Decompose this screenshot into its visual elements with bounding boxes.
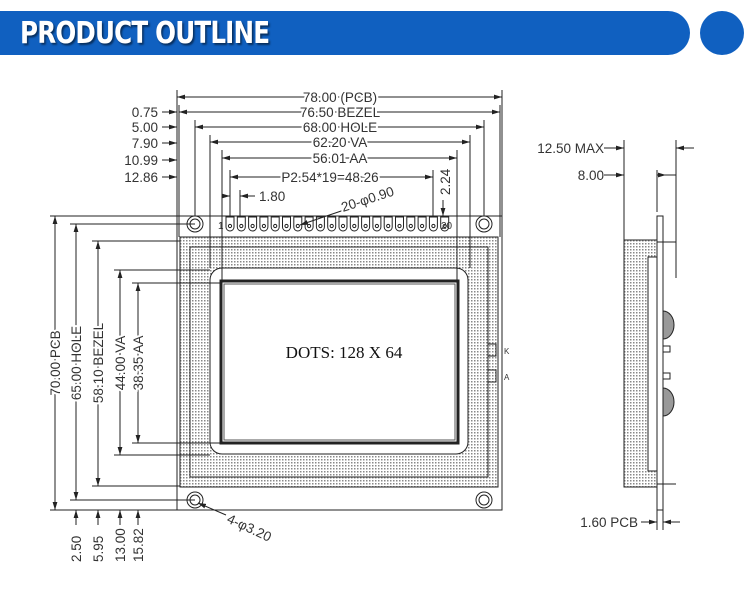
- pin-hole: [227, 223, 233, 229]
- pin-hole: [295, 223, 300, 229]
- front_view-top_dims-va-label: 62.20 VA: [313, 135, 368, 150]
- front_view-left_offsets-2-label: 7.90: [132, 136, 158, 151]
- front_view-left_offsets-0-label: 0.75: [132, 105, 158, 120]
- side-dimension-labels: 70.00 PCB 65.00 HOLE 58.10 BEZEL 44.00 V…: [46, 320, 148, 562]
- pin-hole: [374, 223, 379, 229]
- front_view-top_dims-bezel-label: 76.50 BEZEL: [300, 105, 381, 120]
- front_view-bottom_offsets-0-label: 2.50: [69, 536, 84, 562]
- front_view-led_k-label: K: [504, 347, 510, 356]
- pin-hole: [363, 223, 368, 229]
- front_view-side_dims-hole-label: 65.00 HOLE: [69, 326, 84, 400]
- front_view-side_dims-bezel-label: 58.10 BEZEL: [91, 322, 106, 403]
- front_view-top_dims-pcb-label: 78.00 (PCB): [303, 90, 377, 105]
- pin-hole: [239, 223, 244, 229]
- front_view-top_dims-pitch-label: P2.54*19=48.26: [281, 170, 378, 185]
- front-view: DOTS: 128 X 64 1 20 K A 4-φ3.20: [46, 88, 510, 562]
- left-offset-labels: 0.75 5.00 7.90 10.99 12.86: [124, 105, 158, 185]
- front_view-bottom_offsets-2-label: 13.00: [113, 528, 128, 562]
- front_view-top_dims-hole-label: 68.00 HOLE: [303, 120, 377, 135]
- side_view-pcb-label: 1.60 PCB: [580, 515, 638, 530]
- side-pcb: [656, 215, 664, 511]
- pin-hole: [250, 223, 255, 229]
- pin-row: [225, 216, 450, 232]
- header-banner: PRODUCT OUTLINE: [0, 11, 690, 55]
- pin-hole: [431, 223, 436, 229]
- front_view-left_offsets-4-label: 12.86: [124, 170, 158, 185]
- pin-hole: [261, 223, 266, 229]
- front_view-top_dims-pins-label: 20-φ0.90: [339, 184, 396, 215]
- pin-hole: [420, 223, 425, 229]
- front_view-left_offsets-1-label: 5.00: [132, 120, 158, 135]
- pin-hole: [442, 223, 447, 229]
- pin-hole: [352, 223, 357, 229]
- pcb-outline: [176, 215, 503, 511]
- front_view-bottom_offsets-3-label: 15.82: [131, 528, 146, 562]
- front_view-side_dims-aa-label: 38.35 AA: [131, 336, 146, 391]
- front_view-top_dims-aa-label: 56.01 AA: [313, 151, 368, 166]
- side-view: 12.50 MAX 8.00 1.60 PCB: [537, 140, 694, 530]
- pin-hole: [329, 223, 334, 229]
- top-dimension-labels: 78.00 (PCB) 76.50 BEZEL 68.00 HOLE 62.20…: [259, 88, 453, 217]
- pin-hole: [318, 223, 323, 229]
- side_view-max-label: 12.50 MAX: [537, 141, 604, 156]
- front_view-pin_first-label: 1: [218, 221, 224, 232]
- hole-label: 4-φ3.20: [225, 511, 274, 544]
- pin-hole: [284, 223, 289, 229]
- pin-hole: [307, 223, 312, 229]
- front_view-bottom_offsets-1-label: 5.95: [91, 536, 106, 562]
- pin-hole: [408, 223, 413, 229]
- pin-hole: [397, 223, 402, 229]
- pin-hole: [273, 223, 278, 229]
- front_view-left_offsets-3-label: 10.99: [124, 153, 158, 168]
- display-label: DOTS: 128 X 64: [286, 343, 403, 362]
- front_view-top_dims-pin_w-label: 1.80: [259, 189, 285, 204]
- header-dot: [700, 11, 744, 55]
- pin-hole: [386, 223, 391, 229]
- front_view-led_a-label: A: [504, 373, 510, 382]
- front_view-side_dims-pcb-label: 70.00 PCB: [48, 330, 63, 395]
- side_view-height-label: 8.00: [578, 168, 604, 183]
- page-title: PRODUCT OUTLINE: [20, 16, 270, 51]
- front_view-top_dims-pin_offset-label: 2.24: [438, 168, 453, 195]
- front_view-side_dims-va-label: 44.00 VA: [113, 336, 128, 391]
- pin-hole: [340, 223, 346, 229]
- front_view-pin_last-label: 20: [441, 221, 453, 232]
